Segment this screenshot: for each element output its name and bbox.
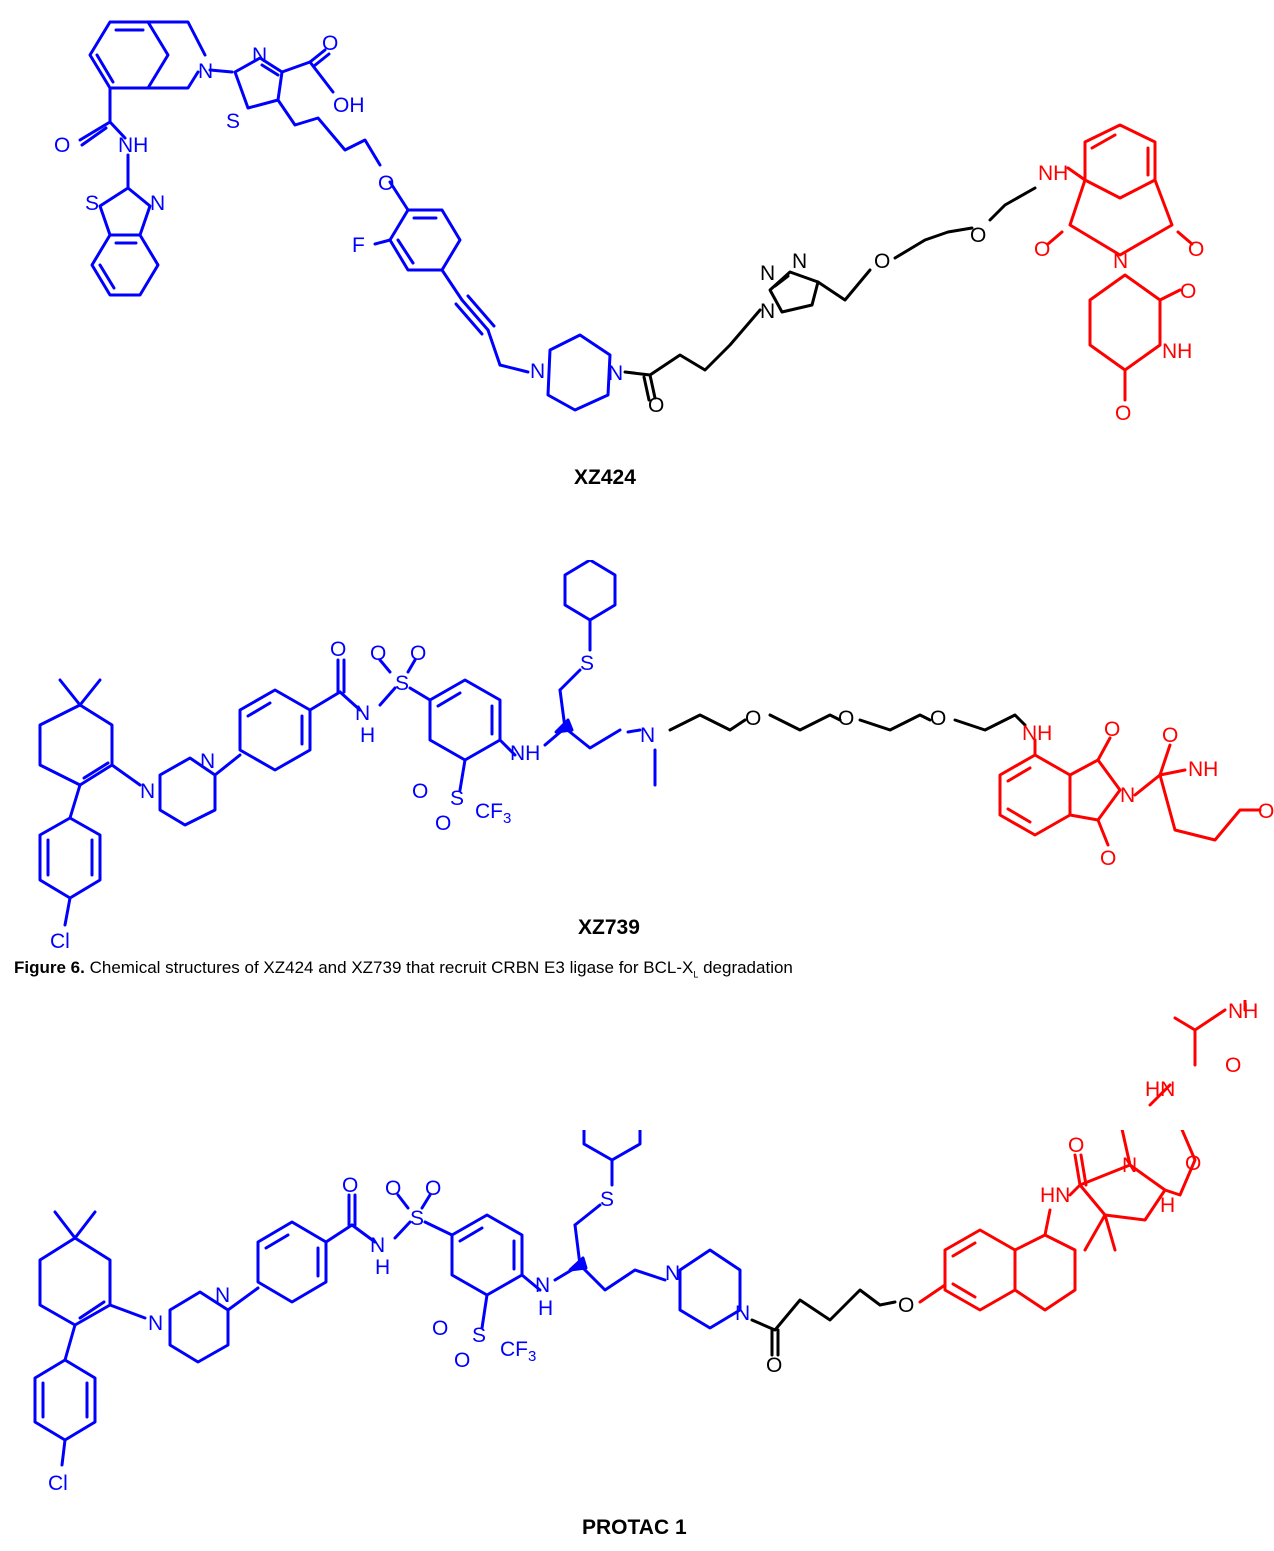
atom-o: O — [766, 1354, 782, 1377]
atom-s: S — [410, 1207, 424, 1230]
atom-n: N — [640, 724, 655, 747]
compound-name: XZ739 — [578, 916, 640, 939]
atom-o: O — [370, 642, 386, 665]
atom-o: O — [454, 1349, 470, 1372]
atom-o: O — [342, 1174, 358, 1197]
atom-n: N — [370, 1234, 385, 1257]
atom-o: O — [1162, 724, 1178, 747]
xz739-drawing: N N O N H S O O NH S N O S O CF3 Cl O O … — [38, 560, 1274, 953]
atom-n: N — [760, 300, 775, 323]
atom-cl: Cl — [50, 930, 70, 953]
atom-o: O — [874, 250, 890, 273]
caption-text: Chemical structures of XZ424 and XZ739 t… — [84, 958, 694, 977]
atom-n: N — [735, 1302, 750, 1325]
structure-protac-1: N N O N H S O O N H S N N O S O CF3 Cl O… — [0, 1130, 1274, 1551]
atom-o: O — [410, 642, 426, 665]
atom-o: O — [1115, 402, 1131, 425]
atom-s: S — [85, 192, 99, 215]
atom-o: O — [425, 1177, 441, 1200]
atom-o: O — [1225, 1054, 1241, 1077]
atom-nh: NH — [118, 134, 148, 157]
atom-h: H — [360, 724, 375, 747]
atom-n: N — [1120, 784, 1135, 807]
atom-n: N — [760, 262, 775, 285]
atom-f: F — [352, 234, 365, 257]
protac-1-upper-drawing: HN O NH — [1145, 1000, 1258, 1107]
atom-o: O — [412, 780, 428, 803]
atom-o: O — [1188, 238, 1204, 261]
atom-s: S — [226, 110, 240, 133]
atom-o: O — [1185, 1152, 1201, 1175]
atom-s: S — [395, 672, 409, 695]
structure-xz739: N N O N H S O O NH S N O S O CF3 Cl O O … — [0, 560, 1274, 960]
atom-nh: NH — [510, 742, 540, 765]
caption-text-end: degradation — [698, 958, 793, 977]
atom-o: O — [930, 707, 946, 730]
atom-h: H — [375, 1256, 390, 1279]
atom-n: N — [252, 44, 267, 67]
atom-n: N — [535, 1274, 550, 1297]
atom-n: N — [792, 250, 807, 273]
atom-hn: HN — [1040, 1184, 1070, 1207]
atom-o: O — [1084, 1130, 1100, 1135]
compound-name: XZ424 — [574, 466, 636, 489]
atom-s: S — [450, 787, 464, 810]
atom-n: N — [215, 1284, 230, 1307]
atom-nh: NH — [1038, 162, 1068, 185]
atom-o: O — [970, 224, 986, 247]
figure-caption: Figure 6. Chemical structures of XZ424 a… — [14, 958, 793, 979]
atom-o: O — [1104, 718, 1120, 741]
atom-s: S — [472, 1324, 486, 1347]
atom-hn: HN — [1145, 1078, 1175, 1101]
atom-o: O — [648, 394, 664, 417]
atom-cf3: CF3 — [500, 1338, 536, 1365]
atom-h: H — [538, 1297, 553, 1320]
compound-name: PROTAC 1 — [582, 1516, 687, 1539]
atom-o: O — [1034, 238, 1050, 261]
atom-nh: NH — [1022, 722, 1052, 745]
atom-s: S — [600, 1188, 614, 1211]
atom-n: N — [665, 1262, 680, 1285]
atom-h: H — [1160, 1194, 1175, 1217]
atom-o: O — [745, 707, 761, 730]
atom-o: O — [1180, 280, 1196, 303]
atom-n: N — [200, 750, 215, 773]
atom-nh: NH — [1162, 340, 1192, 363]
atom-o: O — [898, 1294, 914, 1317]
protac-1-drawing: N N O N H S O O N H S N N O S O CF3 Cl O… — [33, 1130, 1201, 1495]
atom-n: N — [150, 192, 165, 215]
atom-cl: Cl — [48, 1472, 68, 1495]
structure-xz424: N N S O OH O NH S N O F N N O N N N O O … — [0, 0, 1274, 490]
atom-o: O — [385, 1177, 401, 1200]
atom-o: O — [54, 134, 70, 157]
atom-nh: NH — [1188, 758, 1218, 781]
atom-n: N — [355, 702, 370, 725]
atom-nh: NH — [1228, 1000, 1258, 1023]
caption-label: Figure 6. — [14, 958, 85, 977]
atom-o: O — [435, 812, 451, 835]
atom-o: O — [378, 172, 394, 195]
atom-n: N — [1113, 250, 1128, 273]
atom-n: N — [530, 360, 545, 383]
xz424-drawing: N N S O OH O NH S N O F N N O N N N O O … — [54, 20, 1204, 425]
atom-n: N — [148, 1312, 163, 1335]
atom-cf3: CF3 — [475, 800, 511, 827]
atom-n: N — [1122, 1154, 1137, 1177]
atom-o: O — [330, 638, 346, 661]
atom-s: S — [580, 652, 594, 675]
atom-n: N — [198, 60, 213, 83]
atom-oh: OH — [333, 94, 365, 117]
atom-o: O — [838, 707, 854, 730]
caption-subscript: L — [693, 969, 699, 980]
atom-o: O — [322, 32, 338, 55]
atom-o: O — [1258, 800, 1274, 823]
atom-n: N — [140, 780, 155, 803]
atom-o: O — [1068, 1134, 1084, 1157]
atom-o: O — [432, 1317, 448, 1340]
atom-n: N — [608, 362, 623, 385]
atom-o: O — [1100, 847, 1116, 870]
